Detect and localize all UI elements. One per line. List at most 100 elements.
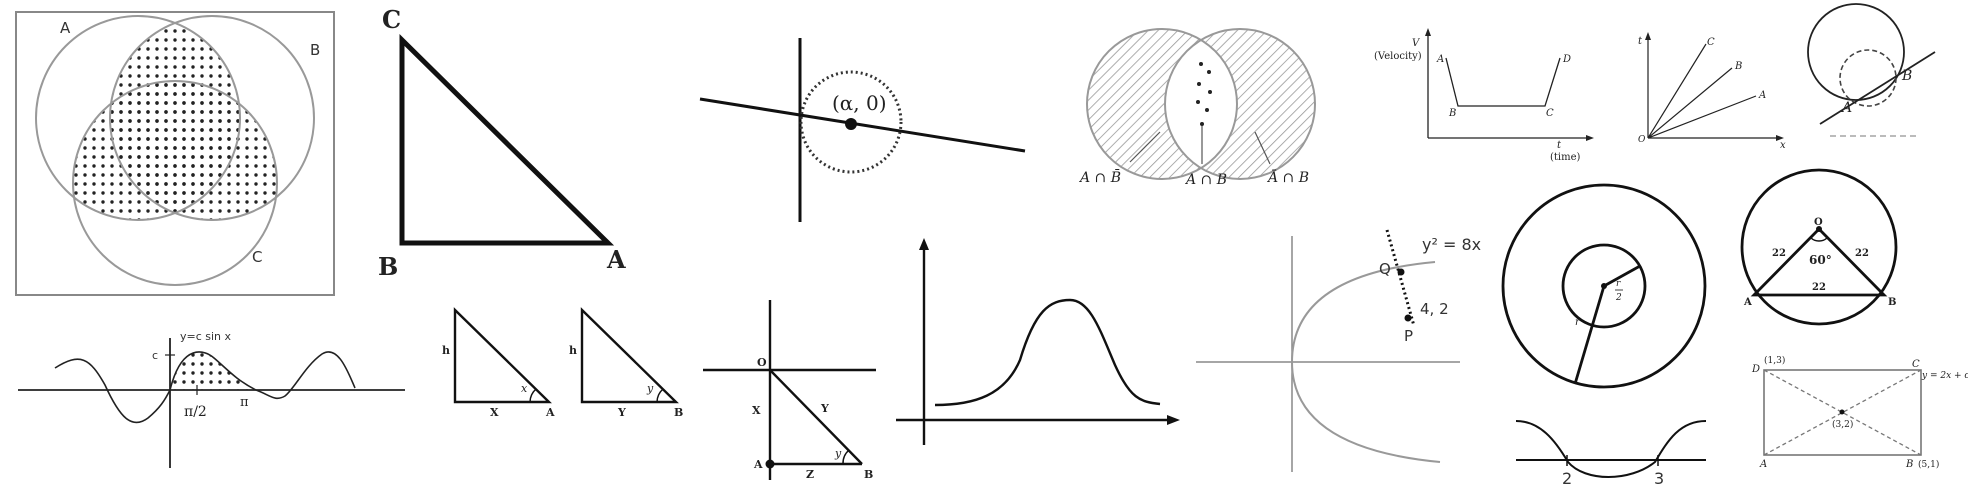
small-triangle-1: h X x A: [442, 307, 555, 419]
venn2-label-left: A ∩ B̄: [1078, 168, 1121, 186]
st1-h: h: [442, 344, 450, 357]
dotted-chord: [1385, 229, 1416, 327]
triangle-label-b: B: [378, 252, 398, 281]
triangle-label-c: C: [382, 5, 401, 34]
slanted-line: [699, 97, 1026, 153]
sine-pi: π: [240, 395, 249, 410]
parabola-pt: 4, 2: [1420, 300, 1449, 318]
velocity-time-graph: V (Velocity) t (time) A B C D: [1374, 28, 1594, 163]
rect-b-pt: (5,1): [1918, 459, 1939, 470]
annulus-diagram: r r 2: [1501, 183, 1707, 389]
rect-d-pt: (1,3): [1764, 355, 1785, 366]
pt-a: A: [1436, 54, 1444, 65]
tc-label-b: B: [1901, 68, 1912, 84]
sine-c: c: [152, 349, 158, 362]
bell-curve-line: [934, 298, 1161, 407]
line-circle-diagram: (α, 0): [699, 38, 1026, 222]
velocity-line: [1445, 57, 1561, 107]
rays-graph: t x O C B A: [1638, 32, 1786, 151]
st1-a: A: [545, 406, 555, 419]
triangle-shape: [399, 34, 615, 246]
venn-three-sets: A B C: [15, 11, 335, 296]
wave-curve: [1515, 420, 1707, 478]
venn-label-b: B: [310, 41, 320, 59]
sine-graph: y=c sin x c π/2 π: [18, 330, 405, 468]
eq-b: B: [1888, 297, 1896, 308]
st1-x-base: X: [490, 406, 499, 419]
v-label-velocity: (Velocity): [1374, 51, 1422, 62]
at-angle: y: [834, 447, 842, 460]
at-y: Y: [820, 402, 829, 415]
rays-a: A: [1758, 90, 1766, 101]
eq-side-left: 22: [1772, 248, 1786, 259]
venn2-circle-a: [1086, 28, 1238, 180]
rect-b: B: [1905, 459, 1913, 470]
venn2-label-right: Ā ∩ B: [1266, 168, 1309, 186]
st2-h: h: [569, 344, 577, 357]
ray-b: [1647, 67, 1733, 139]
dotted-circle: [799, 70, 903, 174]
pt-c: C: [1546, 108, 1554, 119]
rays-c: C: [1707, 37, 1715, 48]
axis-triangle: O A B X Y Z y: [703, 300, 876, 481]
at-a: A: [753, 458, 763, 471]
rectangle-diagonals: D (1,3) C y = 2x + c (3,2) A B (5,1): [1751, 355, 1968, 470]
venn2-label-mid: A ∩ B: [1184, 172, 1227, 188]
eq-side-right: 22: [1855, 248, 1869, 259]
at-x: X: [752, 404, 761, 417]
venn-circle-a: [35, 15, 241, 221]
eq-side-base: 22: [1812, 282, 1826, 293]
venn-label-c: C: [252, 248, 262, 266]
axis-point-a: [765, 459, 775, 469]
right-triangle-abc: C B A: [378, 5, 626, 281]
parabola-q: Q: [1379, 260, 1391, 278]
wave-label-3: 3: [1654, 469, 1664, 488]
v-label: V: [1412, 38, 1421, 49]
pt-b: B: [1448, 108, 1456, 119]
tangent-circle: A B: [1807, 3, 1936, 137]
rays-x: x: [1780, 140, 1786, 151]
rect-a: A: [1759, 459, 1767, 470]
annulus-half-den: 2: [1615, 293, 1622, 303]
st1-angle: x: [521, 382, 528, 395]
rect-eq: y = 2x + c: [1921, 371, 1968, 381]
tangent-line: [1819, 51, 1936, 125]
dashed-circle: [1839, 49, 1897, 107]
sine-half-pi: π/2: [184, 404, 207, 420]
rect-d: D: [1751, 364, 1760, 375]
rect-c: C: [1912, 359, 1920, 370]
rect-shape: [1763, 369, 1922, 456]
wave-label-2: 2: [1562, 469, 1572, 488]
eq-a: A: [1743, 297, 1752, 308]
triangle-label-a: A: [606, 245, 626, 274]
ray-a: [1647, 95, 1757, 139]
eq-o: O: [1814, 217, 1823, 228]
parabola-eq: y² = 8x: [1422, 235, 1481, 254]
small-tri1-shape: [453, 307, 552, 404]
rays-o: O: [1638, 135, 1646, 145]
annulus-outer: [1501, 183, 1707, 389]
small-triangle-2: h Y y B: [569, 307, 683, 419]
st2-y-base: Y: [617, 406, 626, 419]
venn-frame: [15, 11, 335, 296]
venn-circle-b: [109, 15, 315, 221]
rect-center: (3,2): [1832, 419, 1853, 430]
t-label-time: (time): [1550, 152, 1581, 163]
annulus-half-num: r: [1616, 279, 1621, 289]
outer-circle: [1807, 3, 1905, 101]
venn2-circle-b: [1164, 28, 1316, 180]
sine-curve: [54, 351, 356, 424]
parabola-p: P: [1404, 327, 1413, 345]
pt-d: D: [1562, 54, 1571, 65]
point-label-alpha: (α, 0): [832, 91, 887, 115]
annulus-r: r: [1575, 317, 1581, 328]
rays-b: B: [1734, 61, 1742, 72]
at-b: B: [864, 468, 873, 481]
venn-two-sets: A ∩ B̄ A ∩ B Ā ∩ B: [1078, 28, 1316, 188]
at-z: Z: [806, 468, 814, 481]
annulus-inner: [1561, 243, 1647, 329]
center-point: [845, 118, 857, 130]
parabola-graph: y² = 8x Q 4, 2 P: [1196, 229, 1481, 472]
ray-c: [1647, 43, 1707, 139]
